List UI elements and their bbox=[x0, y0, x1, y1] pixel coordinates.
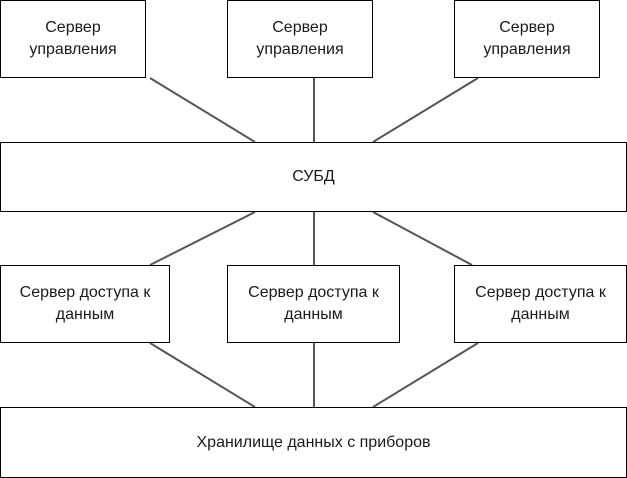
management-server-box: Сервер управления bbox=[227, 0, 373, 78]
data-access-server-box: Сервер доступа к данным bbox=[454, 265, 627, 343]
management-server-box: Сервер управления bbox=[0, 0, 146, 78]
connector-dbms-access3 bbox=[372, 211, 473, 266]
connector-access1-storage bbox=[149, 342, 256, 408]
data-access-server-box: Сервер доступа к данным bbox=[0, 265, 170, 343]
data-access-server-label: Сервер доступа к данным bbox=[248, 284, 379, 323]
device-data-storage-box: Хранилище данных с приборов bbox=[0, 407, 627, 478]
connector-mgmt3-dbms bbox=[372, 77, 479, 143]
dbms-box: СУБД bbox=[0, 142, 627, 212]
storage-label: Хранилище данных с приборов bbox=[196, 433, 431, 451]
connector-access3-storage bbox=[372, 342, 479, 408]
management-server-label: Сервер управления bbox=[256, 19, 344, 58]
management-server-label: Сервер управления bbox=[483, 19, 571, 58]
connector-dbms-access1 bbox=[149, 211, 256, 266]
data-access-server-box: Сервер доступа к данным bbox=[227, 265, 400, 343]
management-server-box: Сервер управления bbox=[454, 0, 600, 78]
management-server-label: Сервер управления bbox=[29, 19, 117, 58]
dbms-label: СУБД bbox=[292, 168, 335, 185]
data-access-server-label: Сервер доступа к данным bbox=[475, 284, 606, 323]
data-access-server-label: Сервер доступа к данным bbox=[19, 284, 151, 323]
connector-mgmt1-dbms bbox=[149, 77, 256, 143]
